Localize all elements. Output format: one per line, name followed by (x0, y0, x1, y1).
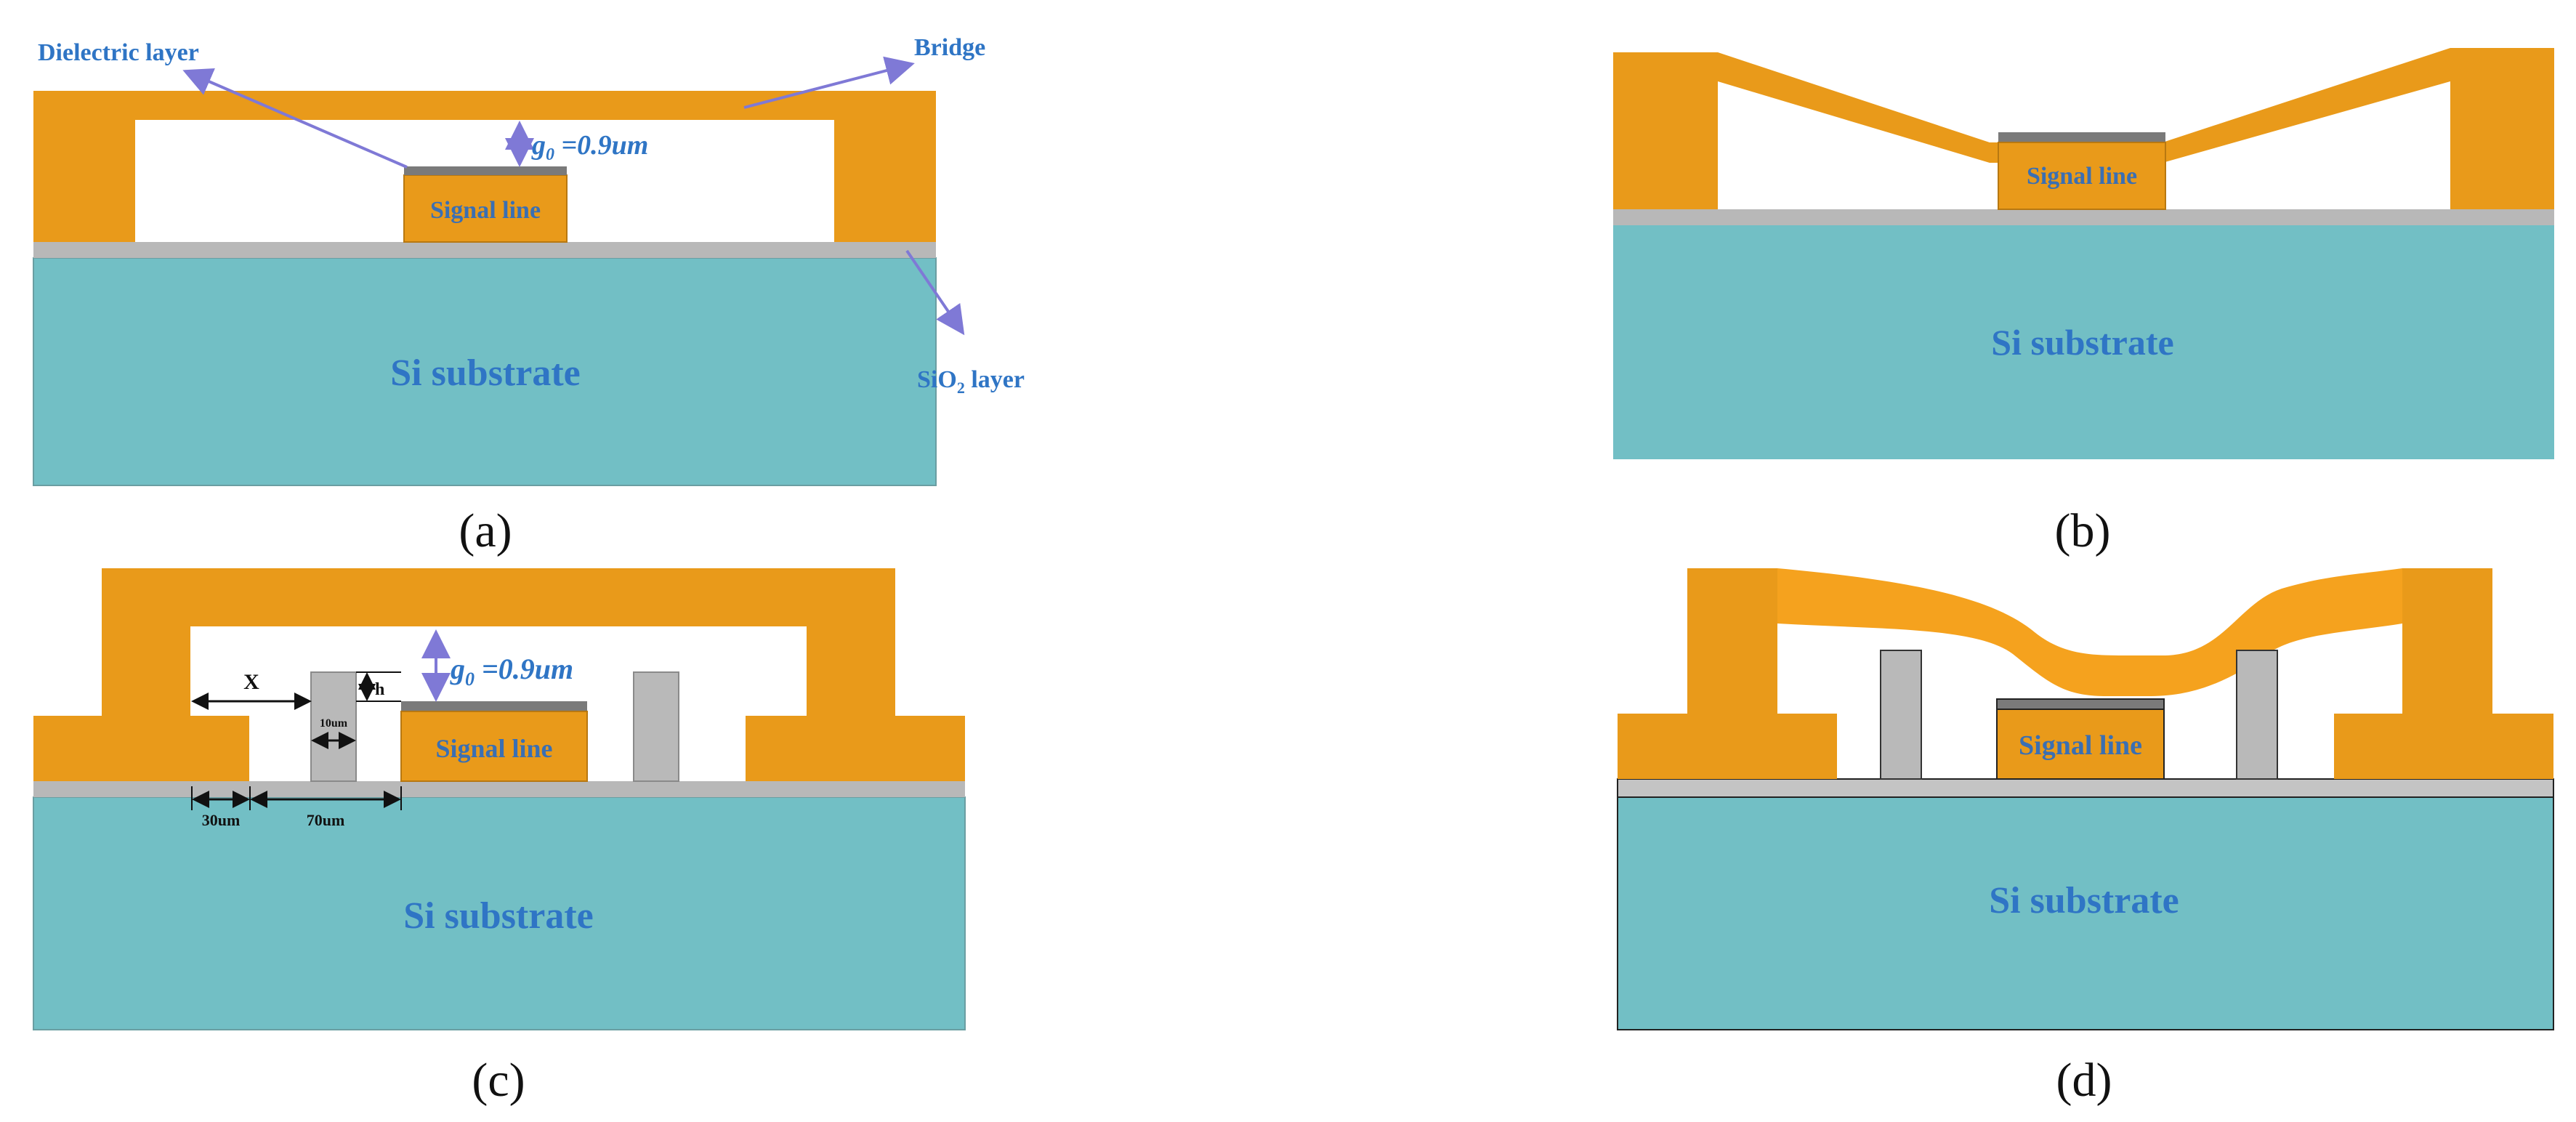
panel-d: Signal line Si substrate (d) (1617, 568, 2554, 1107)
dielectric-layer-label: Dielectric layer (38, 39, 199, 66)
substrate-b (1613, 225, 2554, 459)
bridge-membrane-d (1777, 568, 2402, 696)
sio2-layer-b (1613, 209, 2554, 225)
bridge-post-right-b (2450, 48, 2554, 209)
bridge-anchor-right-d (2334, 568, 2553, 779)
dim-h-label: h (375, 680, 384, 699)
bridge-pointer-arrow (743, 56, 915, 109)
dim-x-label: X (243, 670, 259, 694)
signal-line-a (403, 174, 568, 243)
post-right-d (2236, 650, 2278, 780)
panel-a: Signal line g0 =0.9um Dielectric layer B… (33, 34, 1025, 557)
substrate-a (33, 257, 937, 486)
sio2-layer-c (33, 781, 965, 797)
substrate-c (33, 796, 966, 1030)
dim-70-label: 70um (307, 811, 345, 829)
bridge-label: Bridge (914, 34, 985, 61)
post-left-c (310, 671, 357, 782)
bridge-post-left-b (1613, 52, 1718, 209)
substrate-label-d: Si substrate (1989, 880, 2179, 921)
substrate-d (1617, 796, 2554, 1030)
dielectric-layer-b (1998, 132, 2165, 142)
substrate-label-b: Si substrate (1991, 322, 2173, 363)
sio2-pointer-arrow (905, 249, 965, 336)
bridge-c (33, 568, 965, 781)
caption-b: (b) (2055, 504, 2111, 557)
signal-line-label-b: Signal line (2027, 163, 2137, 190)
sio2-layer-label: SiO2 layer (917, 366, 1025, 397)
dim-post-width-label: 10um (320, 717, 348, 730)
panel-b: Signal line Si substrate (b) (1613, 48, 2554, 557)
caption-d: (d) (2056, 1054, 2112, 1107)
substrate-label-c: Si substrate (403, 895, 593, 937)
signal-line-label-d: Signal line (2019, 730, 2142, 761)
panel-c: Signal line g0 =0.9um X h 10um 30um 70um… (33, 568, 966, 1107)
signal-line-c (400, 711, 588, 782)
dielectric-layer-c (401, 701, 587, 711)
post-right-c (633, 671, 679, 782)
post-left-d (1880, 650, 1922, 780)
bridge-a (33, 91, 936, 242)
signal-line-b (1998, 142, 2166, 210)
signal-line-label-c: Signal line (435, 734, 552, 763)
caption-a: (a) (459, 504, 512, 557)
sio2-layer-d (1617, 778, 2554, 798)
sio2-layer-a (33, 242, 936, 258)
dielectric-layer-a (404, 166, 567, 175)
substrate-label-a: Si substrate (390, 352, 580, 394)
caption-c: (c) (472, 1054, 525, 1107)
bridge-anchor-left-d (1618, 568, 1837, 779)
dielectric-layer-d (1996, 698, 2165, 710)
signal-line-d (1996, 709, 2165, 780)
gap-label-c: g0 =0.9um (450, 653, 573, 690)
bridge-membrane-b (1613, 48, 2554, 163)
signal-line-label-a: Signal line (430, 197, 541, 224)
gap-label-a: g0 =0.9um (531, 130, 648, 164)
dim-30-label: 30um (202, 811, 241, 829)
dielectric-pointer-arrow (182, 68, 408, 169)
